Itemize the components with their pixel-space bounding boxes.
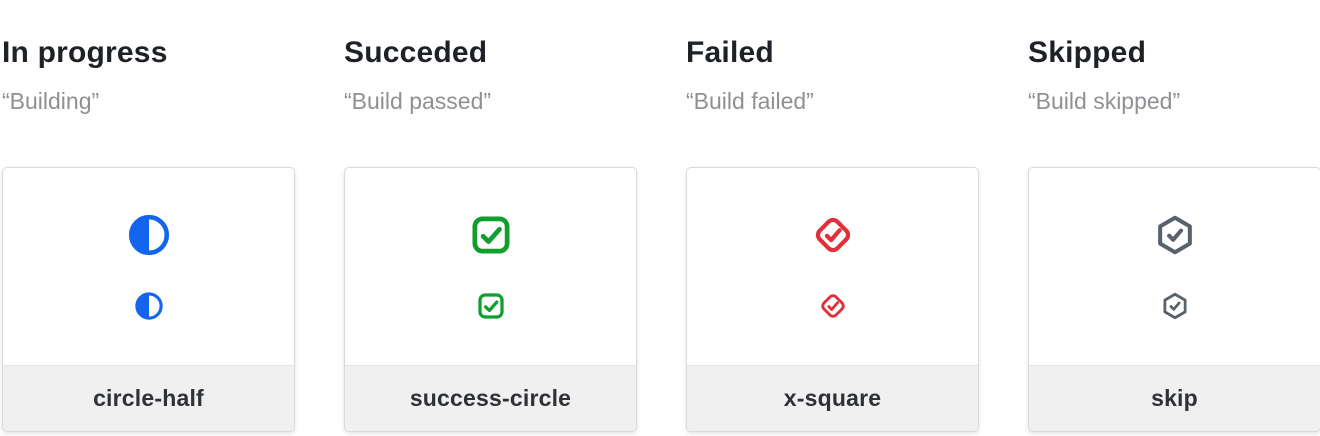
icon-name-label: skip — [1151, 385, 1198, 411]
icon-name-label: x-square — [783, 385, 882, 411]
status-title: Succeded — [344, 36, 488, 69]
circle-half-icon — [127, 213, 171, 257]
square-check-icon — [476, 291, 506, 321]
icon-preview-area — [345, 168, 636, 365]
icon-preview-area — [1029, 168, 1320, 365]
diamond-check-icon — [811, 213, 855, 257]
column-failed: Failed “Build failed” x-square — [686, 0, 979, 432]
icon-preview-area — [687, 168, 978, 365]
square-check-icon — [469, 213, 513, 257]
circle-half-icon — [134, 291, 164, 321]
icon-name-label: success-circle — [409, 385, 572, 411]
column-succeded: Succeded “Build passed” succes — [344, 0, 637, 432]
column-in-progress: In progress “Building” circle- — [2, 0, 295, 432]
icon-card-success-circle: success-circle — [344, 167, 637, 432]
icon-preview-area — [3, 168, 294, 365]
icon-card-x-square: x-square — [686, 167, 979, 432]
status-title: Skipped — [1028, 36, 1147, 69]
status-message: “Building” — [2, 88, 100, 114]
icon-card-circle-half: circle-half — [2, 167, 295, 432]
hexagon-check-icon — [1153, 213, 1197, 257]
status-message: “Build skipped” — [1028, 88, 1181, 114]
hexagon-check-icon — [1160, 291, 1190, 321]
icon-name-footer: x-square — [687, 365, 978, 431]
column-skipped: Skipped “Build skipped” skip — [1028, 0, 1320, 432]
icon-name-footer: circle-half — [3, 365, 294, 431]
icon-name-label: circle-half — [93, 385, 204, 411]
status-message: “Build passed” — [344, 88, 492, 114]
icon-name-footer: success-circle — [345, 365, 636, 431]
icon-card-skip: skip — [1028, 167, 1320, 432]
status-title: Failed — [686, 36, 774, 69]
status-message: “Build failed” — [686, 88, 814, 114]
icon-name-footer: skip — [1029, 365, 1320, 431]
diamond-check-icon — [818, 291, 848, 321]
status-title: In progress — [2, 36, 168, 69]
